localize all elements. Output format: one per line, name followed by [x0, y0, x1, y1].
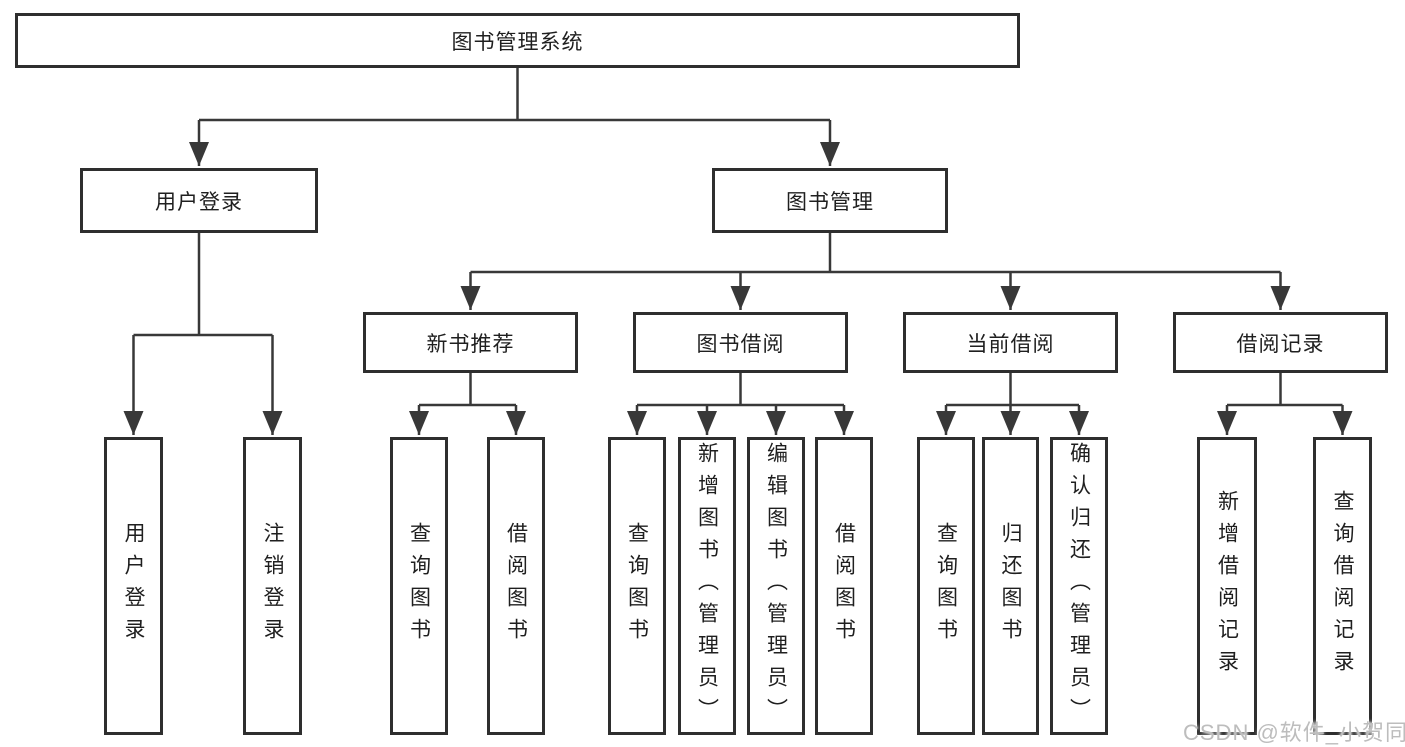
leaf-confirm-return-admin-label: 确认归还（管理员） — [1067, 442, 1091, 730]
leaf-edit-books-admin-label: 编辑图书（管理员） — [764, 442, 788, 730]
leaf-query-borrow-record: 查询借阅记录 — [1313, 437, 1372, 735]
leaf-edit-books-admin: 编辑图书（管理员） — [747, 437, 805, 735]
node-new-book-recommend-label: 新书推荐 — [426, 332, 515, 356]
node-book-borrow: 图书借阅 — [633, 312, 848, 373]
leaf-user-login-label: 用户登录 — [122, 522, 145, 650]
leaf-return-books: 归还图书 — [982, 437, 1039, 735]
leaf-add-books-admin-label: 新增图书（管理员） — [695, 442, 719, 730]
leaf-add-borrow-record-label: 新增借阅记录 — [1215, 490, 1239, 682]
node-root: 图书管理系统 — [15, 13, 1020, 68]
leaf-logout-label: 注销登录 — [261, 522, 284, 650]
node-current-borrow-label: 当前借阅 — [966, 332, 1055, 356]
node-book-borrow-label: 图书借阅 — [696, 332, 785, 356]
leaf-query-books-2-label: 查询图书 — [625, 522, 649, 650]
node-user-login: 用户登录 — [80, 168, 318, 233]
node-borrow-records-label: 借阅记录 — [1236, 332, 1325, 356]
node-borrow-records: 借阅记录 — [1173, 312, 1388, 373]
node-user-login-label: 用户登录 — [155, 190, 243, 214]
node-new-book-recommend: 新书推荐 — [363, 312, 578, 373]
leaf-user-login: 用户登录 — [104, 437, 163, 735]
node-book-management: 图书管理 — [712, 168, 948, 233]
node-current-borrow: 当前借阅 — [903, 312, 1118, 373]
leaf-confirm-return-admin: 确认归还（管理员） — [1050, 437, 1108, 735]
leaf-add-books-admin: 新增图书（管理员） — [678, 437, 736, 735]
csdn-watermark: CSDN @软件_小贺同学 — [1183, 720, 1405, 745]
leaf-query-books-1: 查询图书 — [390, 437, 448, 735]
leaf-query-books-2: 查询图书 — [608, 437, 666, 735]
leaf-borrow-books-1-label: 借阅图书 — [504, 522, 528, 650]
leaf-query-books-3: 查询图书 — [917, 437, 975, 735]
node-book-management-label: 图书管理 — [786, 190, 874, 214]
leaf-borrow-books-2-label: 借阅图书 — [832, 522, 856, 650]
leaf-query-books-3-label: 查询图书 — [934, 522, 958, 650]
leaf-borrow-books-1: 借阅图书 — [487, 437, 545, 735]
leaf-add-borrow-record: 新增借阅记录 — [1197, 437, 1257, 735]
leaf-logout: 注销登录 — [243, 437, 302, 735]
leaf-borrow-books-2: 借阅图书 — [815, 437, 873, 735]
node-root-label: 图书管理系统 — [451, 30, 584, 54]
leaf-query-borrow-record-label: 查询借阅记录 — [1331, 490, 1354, 682]
leaf-query-books-1-label: 查询图书 — [407, 522, 431, 650]
leaf-return-books-label: 归还图书 — [999, 522, 1022, 650]
